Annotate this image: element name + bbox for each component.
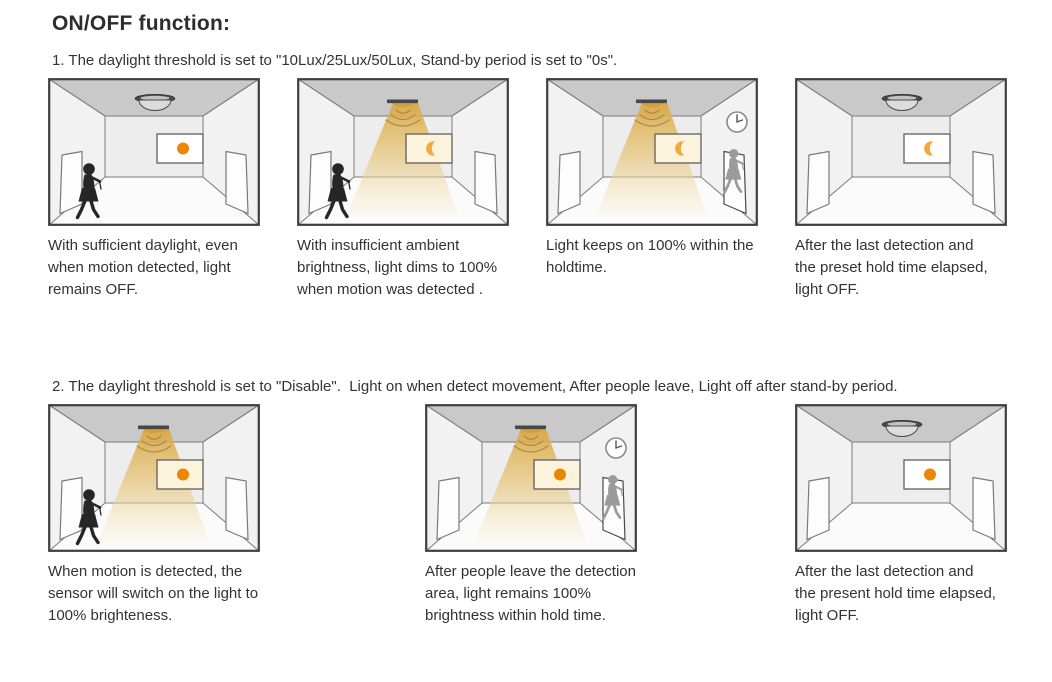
light-cone xyxy=(98,429,209,541)
motion-sensor-icon xyxy=(387,99,418,108)
right-door xyxy=(225,150,249,215)
motion-sensor-icon xyxy=(134,93,176,111)
detection-waves-icon xyxy=(136,435,172,453)
motion-sensor-icon xyxy=(138,425,169,434)
light-cone xyxy=(475,429,586,541)
motion-sensor-icon xyxy=(636,99,667,108)
left-door xyxy=(59,476,83,541)
detection-waves-icon xyxy=(385,109,421,127)
motion-sensor-icon xyxy=(881,93,923,111)
left-door xyxy=(436,476,460,541)
scene-panel: When motion is detected, the sensor will… xyxy=(48,404,260,627)
room-illustration xyxy=(795,78,1007,226)
room-illustration xyxy=(48,404,260,552)
room-illustration xyxy=(425,404,637,552)
left-door xyxy=(308,150,332,215)
detection-waves-icon xyxy=(634,109,670,127)
panel-row: When motion is detected, the sensor will… xyxy=(48,404,1052,627)
person-entering-icon xyxy=(324,163,351,220)
panel-caption: When motion is detected, the sensor will… xyxy=(48,563,259,624)
motion-sensor-icon xyxy=(881,419,923,437)
left-door xyxy=(59,150,83,215)
left-door xyxy=(806,150,830,215)
page-title: ON/OFF function: xyxy=(52,12,231,35)
sun-icon xyxy=(554,468,566,481)
right-door xyxy=(972,150,996,215)
motion-sensor-icon xyxy=(515,425,546,434)
panel-caption: After the last detection and the preset … xyxy=(795,237,988,298)
detection-waves-icon xyxy=(513,435,549,453)
light-cone xyxy=(596,103,707,215)
scene-panel: With sufficient daylight, even when moti… xyxy=(48,78,260,301)
person-entering-icon xyxy=(75,163,102,220)
panel-caption: After people leave the detection area, l… xyxy=(425,563,636,624)
room-illustration xyxy=(795,404,1007,552)
person-leaving-icon xyxy=(602,474,623,520)
scene-panel: After the last detection and the preset … xyxy=(795,78,1007,301)
clock-icon xyxy=(605,437,627,459)
moon-icon xyxy=(426,141,435,156)
section-heading: 1. The daylight threshold is set to "10L… xyxy=(52,52,618,69)
section-daylight-threshold-lux: 1. The daylight threshold is set to "10L… xyxy=(0,51,1052,301)
right-door xyxy=(474,150,498,215)
panel-row: With sufficient daylight, even when moti… xyxy=(48,78,1052,301)
panel-caption: With insufficient ambient brightness, li… xyxy=(297,237,498,298)
room-illustration xyxy=(48,78,260,226)
room-illustration xyxy=(546,78,758,226)
left-door xyxy=(557,150,581,215)
scene-panel: With insufficient ambient brightness, li… xyxy=(297,78,509,301)
panel-caption: Light keeps on 100% within the holdtime. xyxy=(546,237,754,276)
panel-caption: With sufficient daylight, even when moti… xyxy=(48,237,238,298)
scene-panel: Light keeps on 100% within the holdtime. xyxy=(546,78,758,279)
sun-icon xyxy=(177,468,189,481)
right-door xyxy=(972,476,996,541)
person-leaving-icon xyxy=(723,148,744,194)
sun-icon xyxy=(177,142,189,155)
manual-page: ON/OFF function: 1. The daylight thresho… xyxy=(0,10,1052,682)
moon-icon xyxy=(924,141,933,156)
panel-caption: After the last detection and the present… xyxy=(795,563,996,624)
right-door xyxy=(225,476,249,541)
section-daylight-threshold-disable: 2. The daylight threshold is set to "Dis… xyxy=(0,377,1052,627)
person-entering-icon xyxy=(75,489,102,546)
moon-icon xyxy=(675,141,684,156)
room-illustration xyxy=(297,78,509,226)
left-door xyxy=(806,476,830,541)
section-heading: 2. The daylight threshold is set to "Dis… xyxy=(52,378,898,395)
scene-panel: After the last detection and the present… xyxy=(795,404,1007,627)
sun-icon xyxy=(924,468,936,481)
scene-panel: After people leave the detection area, l… xyxy=(425,404,637,627)
clock-icon xyxy=(726,111,748,133)
light-cone xyxy=(347,103,458,215)
